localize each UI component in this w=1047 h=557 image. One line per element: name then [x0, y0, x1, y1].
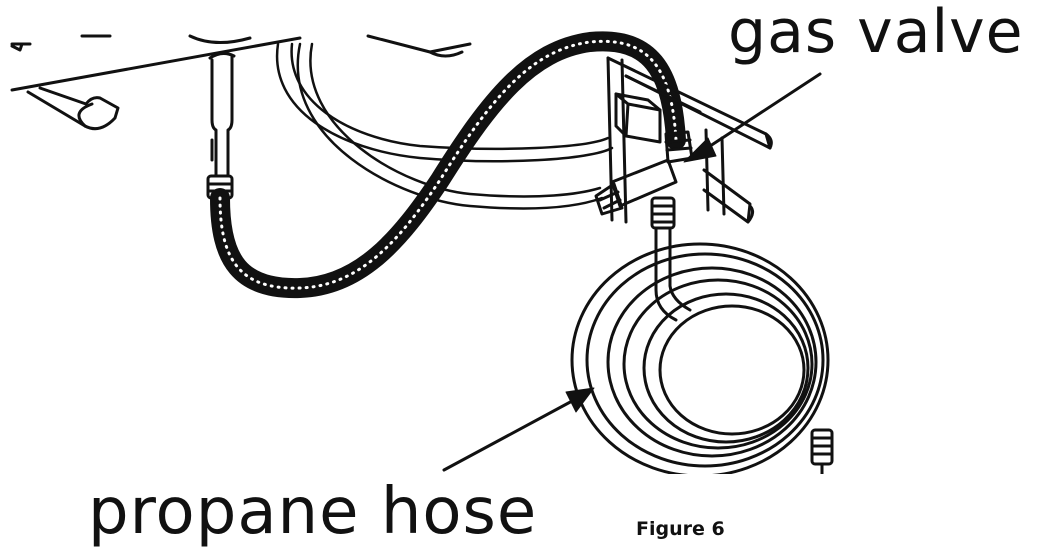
gas-valve-label: gas valve [728, 0, 1024, 67]
propane-hose-coil [570, 226, 834, 478]
gas-valve-body [594, 130, 694, 230]
figure-caption: Figure 6 [636, 518, 725, 540]
propane-hose-label: propane hose [88, 475, 538, 549]
grill-frame [10, 34, 472, 131]
corrugated-hose [210, 31, 686, 299]
burner-connector [206, 51, 236, 200]
regulator-box [614, 92, 662, 144]
igniter-wires [275, 42, 614, 210]
mounting-bracket [606, 56, 773, 224]
propane-hose-arrow [442, 387, 595, 472]
gas-valve-arrow [683, 72, 822, 163]
